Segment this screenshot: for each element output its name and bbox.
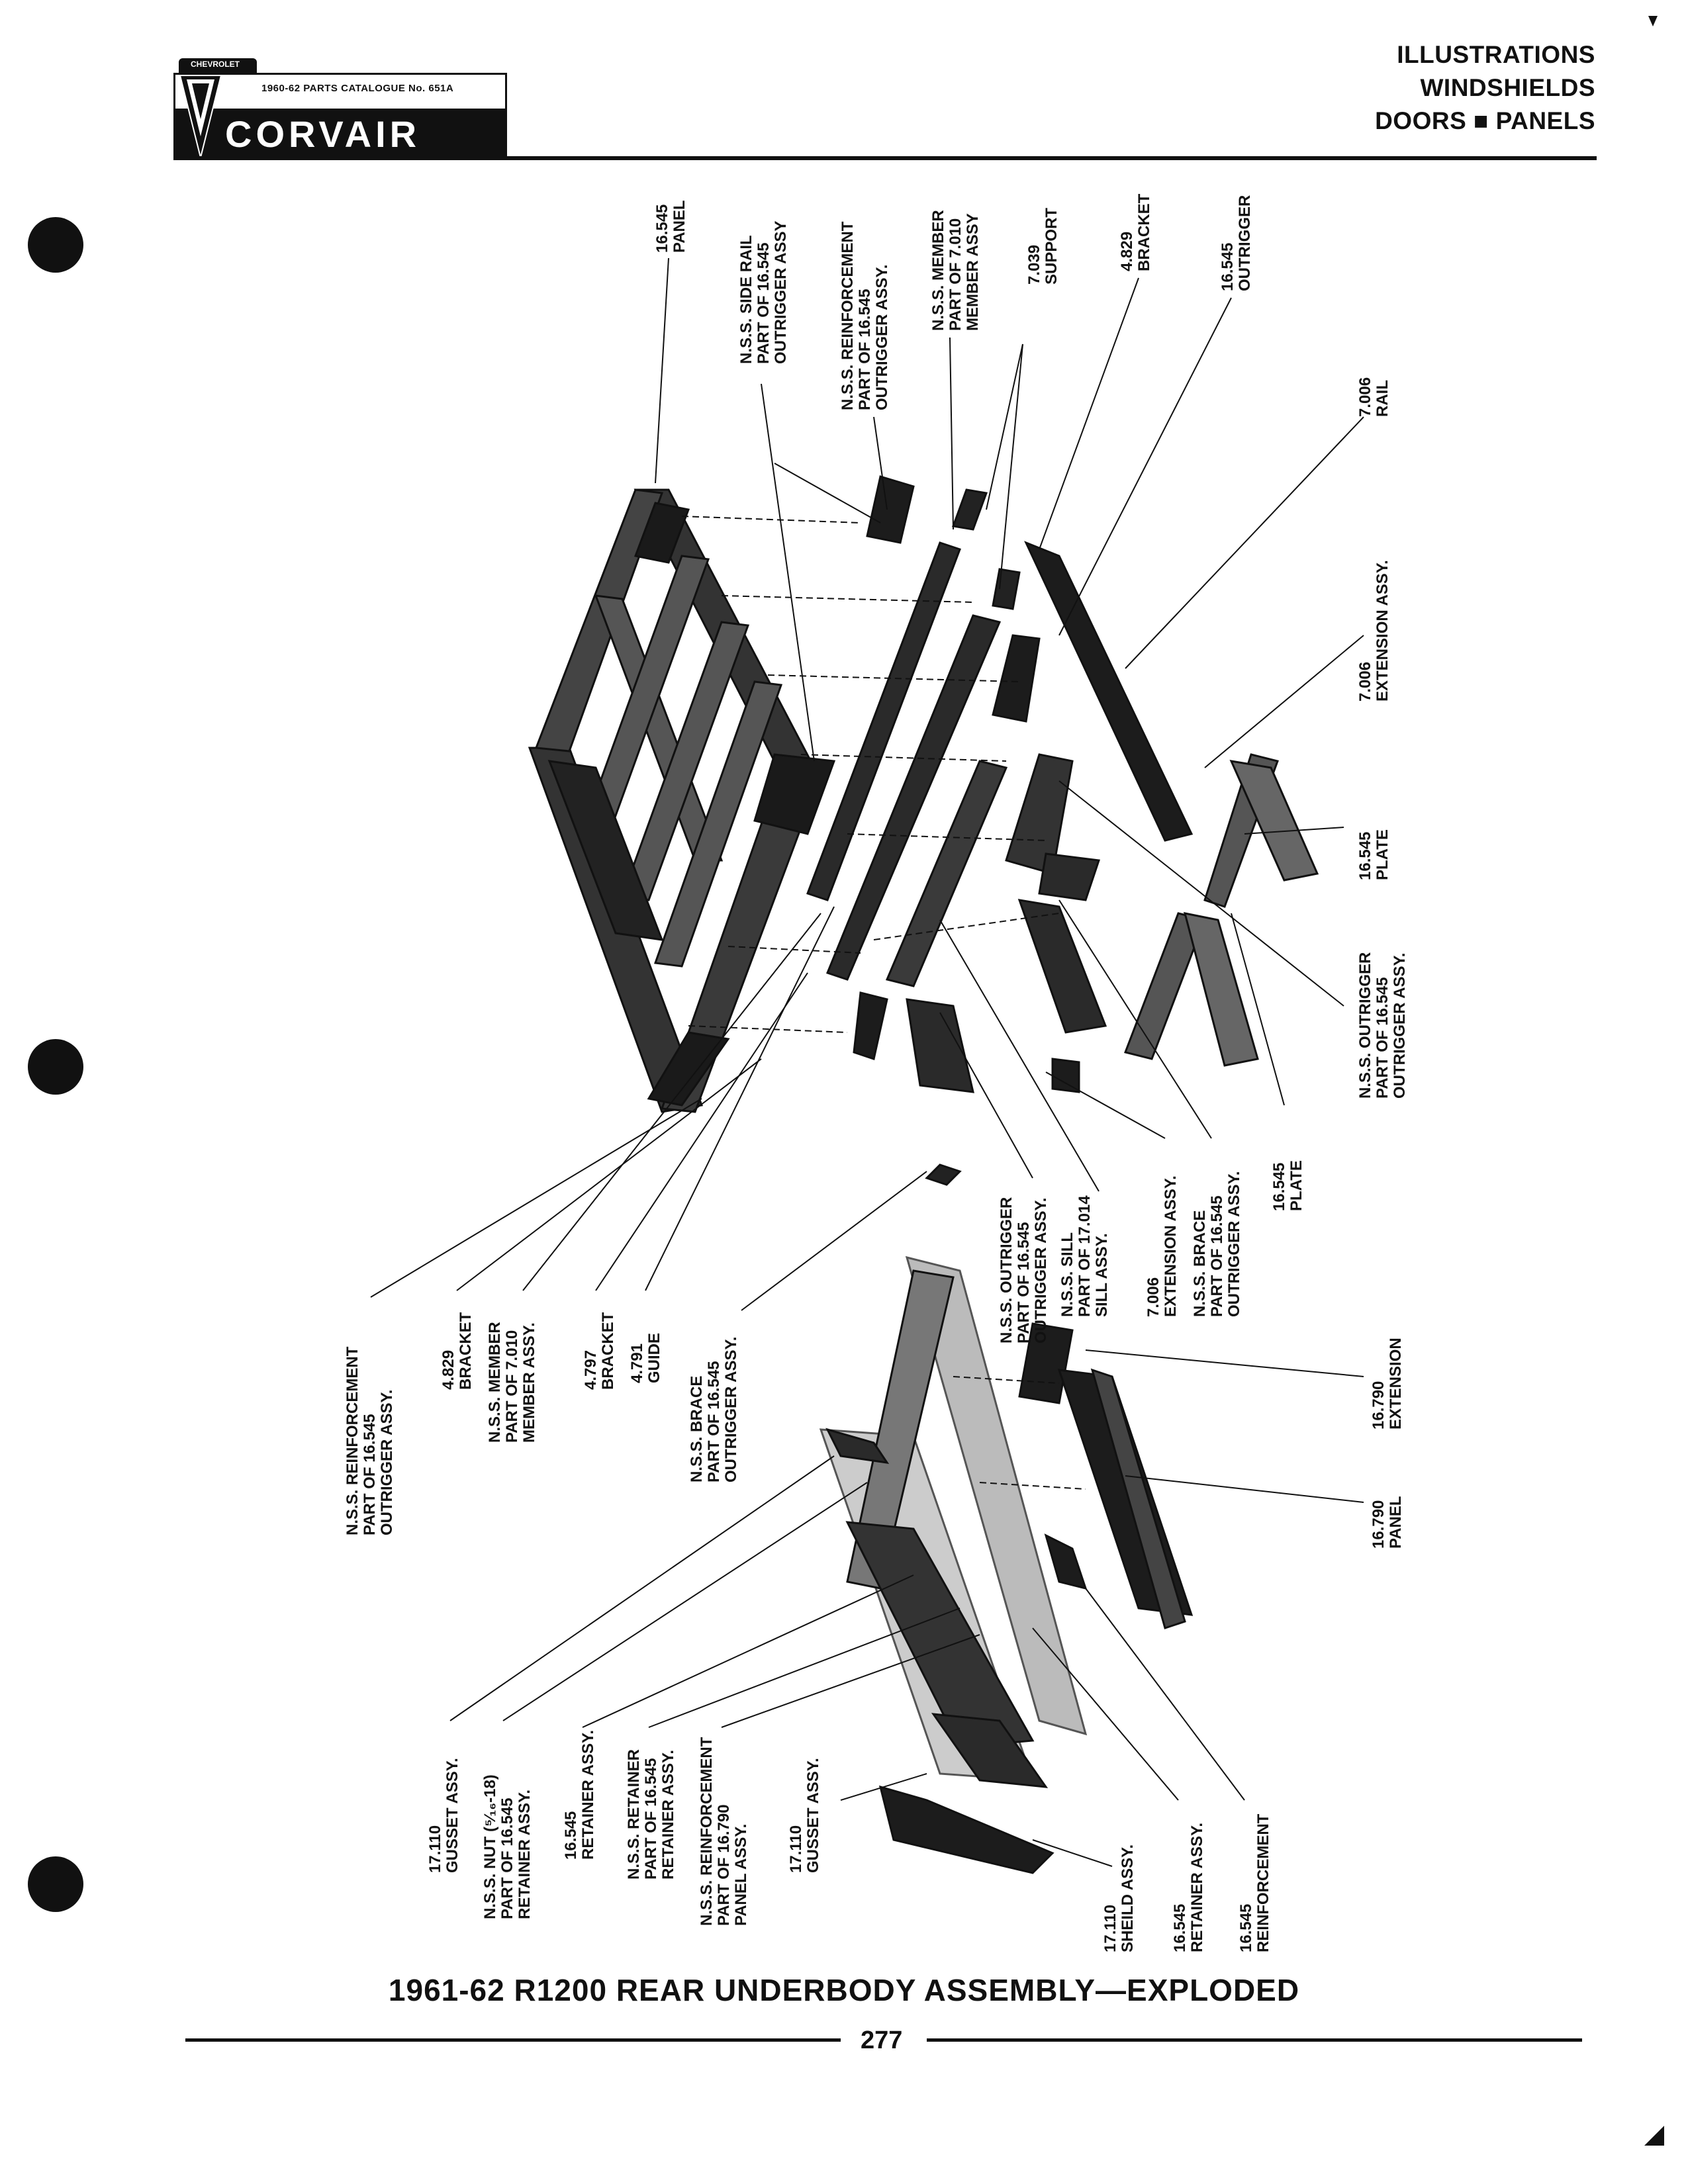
callout-retainer-2: 16.545 RETAINER ASSY. bbox=[1171, 1822, 1206, 1952]
callout-brace-mid: N.S.S. BRACE PART OF 16.545 OUTRIGGER AS… bbox=[1191, 1171, 1243, 1317]
underbody-panel-frame bbox=[528, 488, 836, 1113]
binder-hole-top bbox=[28, 217, 83, 273]
callout-panel-16790: 16.790 PANEL bbox=[1370, 1496, 1405, 1549]
catalog-reference: 1960-62 PARTS CATALOGUE No. 651A bbox=[261, 83, 454, 94]
callout-sill: N.S.S. SILL PART OF 17.014 SILL ASSY. bbox=[1058, 1195, 1111, 1317]
callout-gusset-1: 17.110 GUSSET ASSY. bbox=[426, 1758, 461, 1873]
callout-guide: 4.791 GUIDE bbox=[628, 1332, 663, 1383]
rear-panel-assembly bbox=[819, 1255, 1194, 1874]
figure-caption: 1961-62 R1200 REAR UNDERBODY ASSEMBLY—EX… bbox=[388, 1973, 1300, 2007]
callout-panel-16545: 16.545 PANEL bbox=[653, 200, 688, 253]
callout-retainer-nss: N.S.S. RETAINER PART OF 16.545 RETAINER … bbox=[625, 1749, 677, 1880]
corner-mark-bottom bbox=[1644, 2126, 1664, 2146]
callout-extension-7006-mid: 7.006 EXTENSION ASSY. bbox=[1145, 1175, 1180, 1317]
callout-extension-16790: 16.790 EXTENSION bbox=[1370, 1338, 1405, 1430]
callout-support: 7.039 SUPPORT bbox=[1025, 207, 1060, 285]
callout-sheild: 17.110 SHEILD ASSY. bbox=[1102, 1844, 1137, 1952]
callout-extension-7006-right: 7.006 EXTENSION ASSY. bbox=[1356, 560, 1391, 702]
header-title-line-1: ILLUSTRATIONS bbox=[1397, 41, 1595, 68]
footer-rule-right bbox=[927, 2038, 1582, 2042]
binder-hole-bottom bbox=[28, 1856, 83, 1912]
callout-bracket-4829-top: 4.829 BRACKET bbox=[1118, 193, 1153, 271]
callout-plate-lower: 16.545 PLATE bbox=[1270, 1160, 1305, 1211]
callout-gusset-2: 17.110 GUSSET ASSY. bbox=[787, 1758, 822, 1873]
callout-side-rail: N.S.S. SIDE RAIL PART OF 16.545 OUTRIGGE… bbox=[737, 220, 790, 364]
callout-outrigger-top: 16.545 OUTRIGGER bbox=[1219, 195, 1254, 291]
page-number: 277 bbox=[861, 2026, 903, 2054]
callout-reinforcement-top: N.S.S. REINFORCEMENT PART OF 16.545 OUTR… bbox=[839, 221, 891, 410]
callout-plate-right: 16.545 PLATE bbox=[1356, 829, 1391, 880]
callout-outrigger-mid: N.S.S. OUTRIGGER PART OF 16.545 OUTRIGGE… bbox=[998, 1197, 1050, 1343]
callout-bracket-4829-left: 4.829 BRACKET bbox=[440, 1312, 475, 1390]
callout-bracket-4797: 4.797 BRACKET bbox=[582, 1312, 617, 1390]
corner-mark-top bbox=[1648, 16, 1658, 26]
corvair-catalog-logo: CHEVROLET 1960-62 PARTS CATALOGUE No. 65… bbox=[173, 58, 507, 160]
callout-reinforcement-bottom: 16.545 REINFORCEMENT bbox=[1237, 1813, 1272, 1952]
callout-brace-left: N.S.S. BRACE PART OF 16.545 OUTRIGGER AS… bbox=[688, 1336, 740, 1482]
callout-rail: 7.006 RAIL bbox=[1356, 377, 1391, 417]
callout-member-left: N.S.S. MEMBER PART OF 7.010 MEMBER ASSY. bbox=[486, 1322, 538, 1443]
callout-member-top: N.S.S. MEMBER PART OF 7.010 MEMBER ASSY bbox=[929, 210, 982, 331]
brand-wordmark: CORVAIR bbox=[225, 113, 421, 155]
header-title-line-2: WINDSHIELDS bbox=[1420, 74, 1595, 101]
footer-rule-left bbox=[185, 2038, 841, 2042]
callout-retainer-1: 16.545 RETAINER ASSY. bbox=[562, 1729, 597, 1860]
corvair-emblem-icon bbox=[179, 75, 222, 158]
binder-hole-middle bbox=[28, 1039, 83, 1095]
callout-outrigger-right: N.S.S. OUTRIGGER PART OF 16.545 OUTRIGGE… bbox=[1356, 952, 1409, 1099]
callout-nut: N.S.S. NUT (⁵⁄₁₆-18) PART OF 16.545 RETA… bbox=[481, 1774, 534, 1919]
header-title-line-3: DOORS ■ PANELS bbox=[1375, 107, 1595, 134]
callout-reinforcement-16790: N.S.S. REINFORCEMENT PART OF 16.790 PANE… bbox=[698, 1737, 750, 1926]
header-rule bbox=[173, 156, 1597, 160]
callout-reinforcement-left: N.S.S. REINFORCEMENT PART OF 16.545 OUTR… bbox=[344, 1346, 396, 1535]
